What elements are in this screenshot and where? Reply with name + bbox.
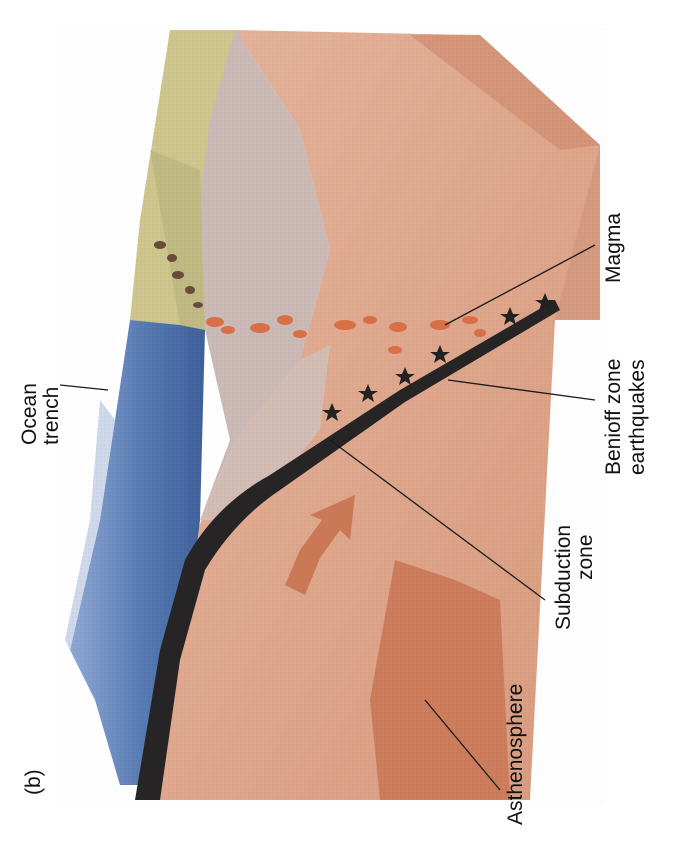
ocean-trench-label-line2: trench <box>40 387 63 445</box>
benioff-label-line2: earthquakes <box>626 359 649 475</box>
ocean-trench-label-line1: Ocean <box>18 383 41 445</box>
magma-label: Magma <box>602 213 625 283</box>
asthenosphere-label: Asthenosphere <box>504 684 527 825</box>
benioff-label-line1: Benioff zone <box>602 359 625 475</box>
subduction-label-line2: zone <box>574 534 597 580</box>
subduction-label-line1: Subduction <box>552 525 575 630</box>
panel-label: (b) <box>22 769 45 795</box>
